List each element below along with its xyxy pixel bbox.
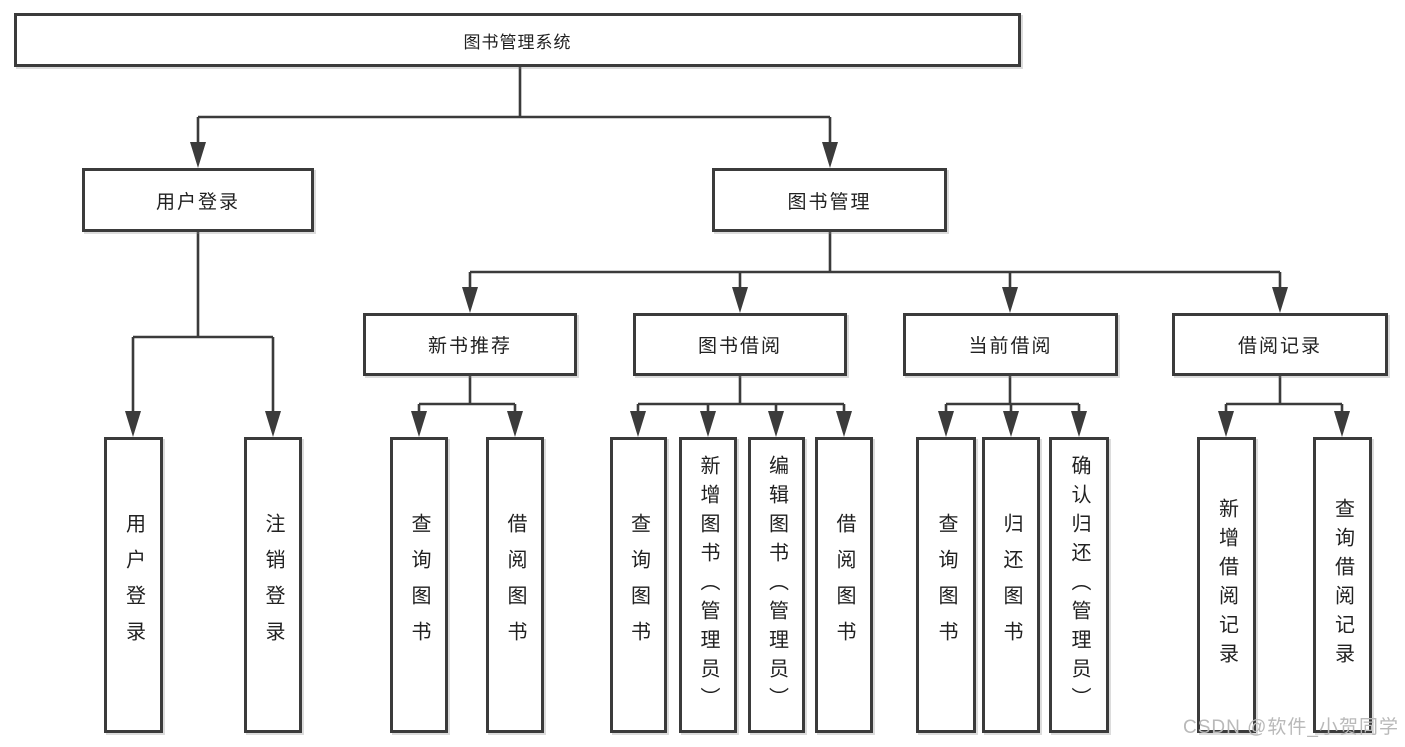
node-new-book-recommend-label: 新书推荐 (427, 336, 512, 357)
leaf-user-login: 用户登录 (104, 437, 163, 733)
leaf-bb-add-books-admin: 新增图书（管理员） (679, 437, 737, 733)
node-new-book-recommend: 新书推荐 (363, 313, 577, 376)
leaf-bb-borrow-books: 借阅图书 (815, 437, 873, 733)
node-book-borrowing-label: 图书借阅 (697, 336, 782, 357)
node-root: 图书管理系统 (14, 13, 1021, 67)
watermark: CSDN @软件_小贺同学 (1183, 717, 1399, 738)
leaf-bb-edit-books-admin: 编辑图书（管理员） (748, 437, 805, 733)
leaf-br-add-record: 新增借阅记录 (1197, 437, 1256, 733)
leaf-nbr-query-books: 查询图书 (390, 437, 448, 733)
arrowheads (125, 142, 1350, 437)
node-book-borrowing: 图书借阅 (633, 313, 847, 376)
node-user-login-label: 用户登录 (155, 191, 240, 213)
node-borrowing-records-label: 借阅记录 (1237, 336, 1322, 357)
leaf-logout: 注销登录 (244, 437, 302, 733)
leaf-cb-return-books: 归还图书 (982, 437, 1040, 733)
leaf-nbr-borrow-books: 借阅图书 (486, 437, 544, 733)
leaf-bb-query-books: 查询图书 (610, 437, 667, 733)
node-current-borrowing: 当前借阅 (903, 313, 1118, 376)
leaf-cb-confirm-return-admin: 确认归还（管理员） (1049, 437, 1109, 733)
node-borrowing-records: 借阅记录 (1172, 313, 1388, 376)
leaf-cb-query-books: 查询图书 (916, 437, 976, 733)
node-book-management-label: 图书管理 (787, 191, 872, 213)
node-user-login: 用户登录 (82, 168, 314, 232)
leaf-br-query-record: 查询借阅记录 (1313, 437, 1372, 733)
node-root-label: 图书管理系统 (463, 32, 572, 52)
node-book-management: 图书管理 (712, 168, 947, 232)
node-current-borrowing-label: 当前借阅 (968, 336, 1053, 357)
